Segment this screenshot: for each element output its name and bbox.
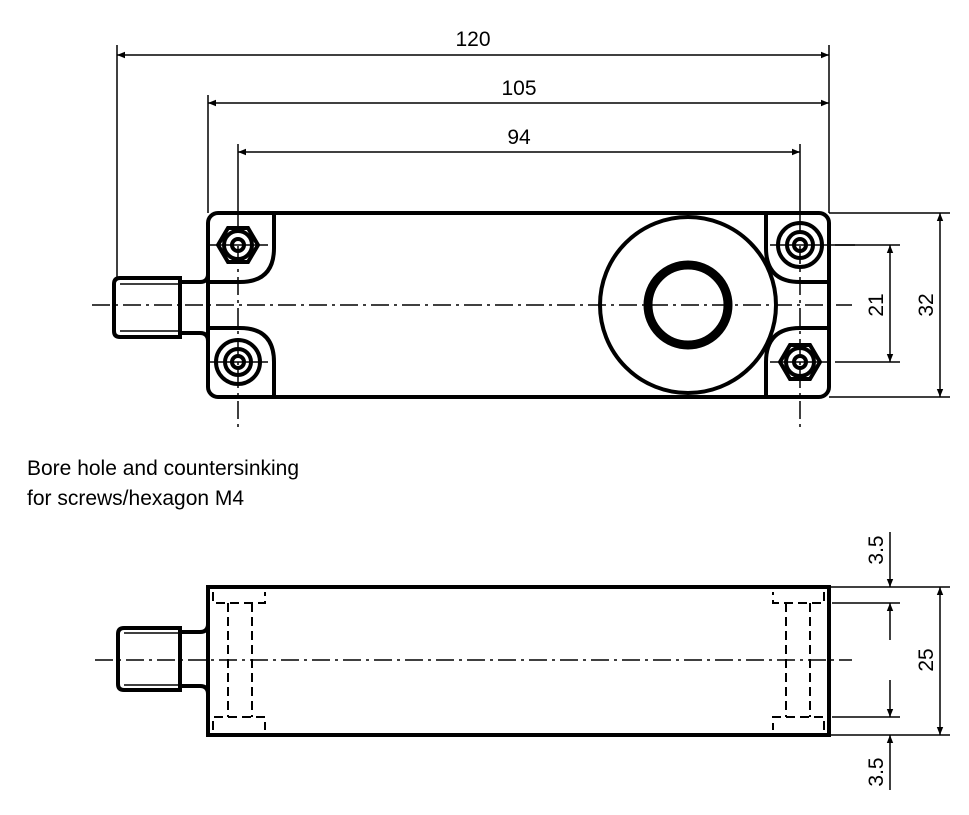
note-line-2: for screws/hexagon M4 [27,487,244,510]
side-view: 25 3.5 3.5 [95,532,950,790]
m12-connector-side [116,623,210,695]
dim-label-25: 25 [915,648,938,671]
m12-connector-top [112,273,210,342]
sensor-body-side [206,585,831,737]
dim-label-32: 32 [915,293,938,316]
note-line-1: Bore hole and countersinking [27,457,299,480]
dim-label-105: 105 [501,77,536,100]
dim-label-21: 21 [865,293,888,316]
dim-label-3-5-top: 3.5 [865,535,888,564]
top-view: 120 105 94 21 32 [92,28,950,428]
dim-label-120: 120 [455,28,490,51]
dim-label-94: 94 [507,126,531,149]
dim-label-3-5-bottom: 3.5 [865,757,888,786]
